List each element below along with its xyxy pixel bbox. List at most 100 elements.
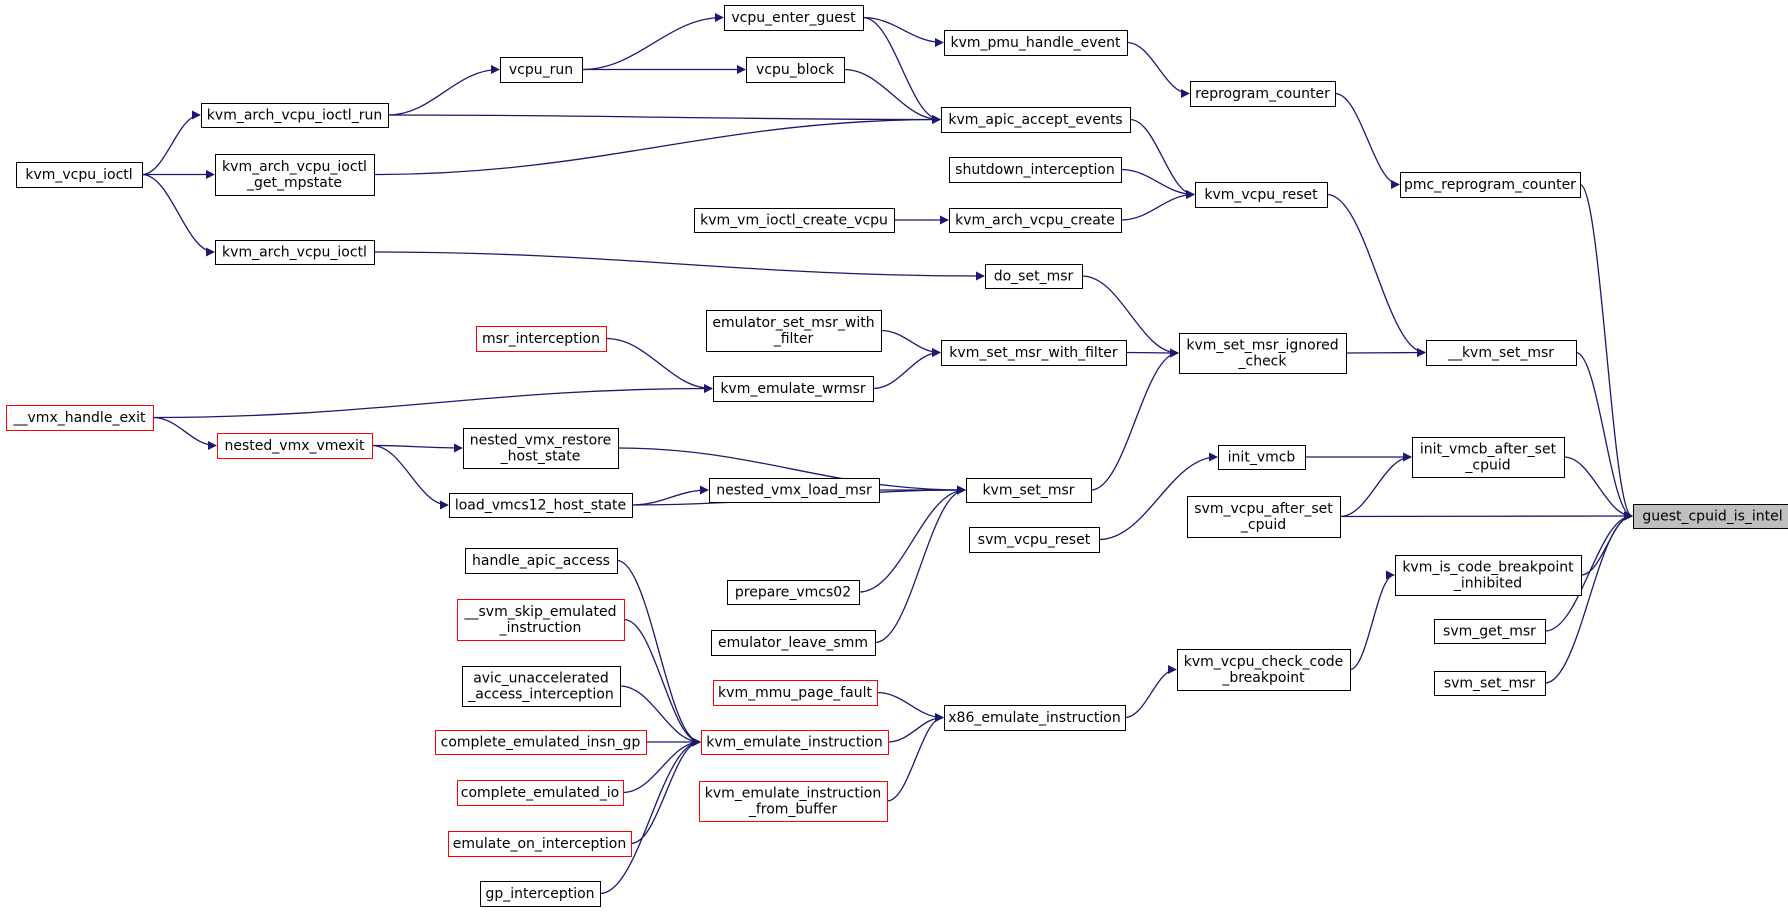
graph-node-avic_unaccelerated_access_interception[interactable]: avic_unaccelerated_access_interception	[462, 666, 621, 707]
node-box	[465, 548, 618, 574]
node-box	[706, 310, 882, 352]
graph-node-svm_vcpu_after_set_cpuid[interactable]: svm_vcpu_after_set_cpuid	[1187, 496, 1341, 538]
node-label: svm_get_msr	[1443, 624, 1536, 640]
graph-node-kvm_set_msr_ignored_check[interactable]: kvm_set_msr_ignored_check	[1179, 333, 1347, 374]
graph-node-vcpu_run[interactable]: vcpu_run	[500, 57, 583, 83]
graph-node-kvm_set_msr_with_filter[interactable]: kvm_set_msr_with_filter	[941, 340, 1127, 366]
graph-node-reprogram_counter[interactable]: reprogram_counter	[1190, 81, 1336, 107]
graph-node-kvm_emulate_instruction_from_buffer[interactable]: kvm_emulate_instruction_from_buffer	[699, 781, 888, 822]
graph-node-complete_emulated_io[interactable]: complete_emulated_io	[457, 780, 624, 806]
edge-kvm_vcpu_check_code_breakpoint-to-kvm_is_code_breakpoint_inhibited	[1349, 570, 1395, 671]
graph-node-pmc_reprogram_counter[interactable]: pmc_reprogram_counter	[1400, 172, 1581, 198]
edge-nested_vmx_restore_host_state-to-kvm_set_msr	[617, 447, 966, 495]
graph-node-load_vmcs12_host_state[interactable]: load_vmcs12_host_state	[449, 493, 633, 518]
graph-node-prepare_vmcs02[interactable]: prepare_vmcs02	[727, 580, 860, 605]
node-box	[713, 376, 874, 402]
node-label: complete_emulated_insn_gp	[441, 735, 641, 751]
node-box	[16, 162, 143, 188]
graph-node-kvm_vcpu_ioctl[interactable]: kvm_vcpu_ioctl	[16, 162, 143, 188]
graph-node-kvm_arch_vcpu_ioctl_run[interactable]: kvm_arch_vcpu_ioctl_run	[201, 103, 389, 128]
graph-node-__svm_skip_emulated_instruction[interactable]: __svm_skip_emulated_instruction	[457, 599, 625, 641]
graph-node-do_set_msr[interactable]: do_set_msr	[985, 264, 1083, 289]
graph-node-kvm_set_msr[interactable]: kvm_set_msr	[966, 478, 1092, 503]
edge-__kvm_set_msr-to-guest_cpuid_is_intel	[1575, 351, 1633, 521]
graph-node-kvm_arch_vcpu_ioctl[interactable]: kvm_arch_vcpu_ioctl	[215, 240, 375, 265]
graph-node-handle_apic_access[interactable]: handle_apic_access	[465, 548, 618, 574]
graph-node-kvm_mmu_page_fault[interactable]: kvm_mmu_page_fault	[713, 680, 878, 706]
graph-node-kvm_vm_ioctl_create_vcpu[interactable]: kvm_vm_ioctl_create_vcpu	[694, 208, 895, 233]
node-label: _filter	[773, 331, 814, 347]
edge-msr_interception-to-kvm_emulate_wrmsr	[605, 337, 713, 393]
graph-node-kvm_arch_vcpu_create[interactable]: kvm_arch_vcpu_create	[949, 208, 1122, 233]
graph-node-nested_vmx_restore_host_state[interactable]: nested_vmx_restore_host_state	[463, 428, 619, 469]
graph-node-emulate_on_interception[interactable]: emulate_on_interception	[448, 831, 632, 857]
edge-kvm_emulate_wrmsr-to-kvm_set_msr_with_filter	[872, 348, 941, 390]
edge-kvm_vcpu_ioctl-to-kvm_arch_vcpu_ioctl	[141, 173, 215, 257]
graph-node-init_vmcb[interactable]: init_vmcb	[1218, 445, 1306, 470]
node-box	[1426, 340, 1577, 366]
node-label: prepare_vmcs02	[735, 585, 851, 601]
node-label: emulate_on_interception	[453, 836, 626, 852]
edge-complete_emulated_io-to-kvm_emulate_instruction	[622, 737, 701, 794]
edge-kvm_set_msr_ignored_check-to-__kvm_set_msr	[1345, 348, 1426, 358]
edge-gp_interception-to-kvm_emulate_instruction	[599, 737, 701, 895]
graph-node-emulator_set_msr_with_filter[interactable]: emulator_set_msr_with_filter	[706, 310, 882, 352]
node-box	[1218, 445, 1306, 470]
graph-node-kvm_vcpu_reset[interactable]: kvm_vcpu_reset	[1195, 182, 1328, 208]
node-box	[215, 154, 375, 196]
edge-nested_vmx_vmexit-to-load_vmcs12_host_state	[371, 444, 449, 510]
node-label: _cpuid	[1464, 458, 1510, 474]
graph-node-kvm_pmu_handle_event[interactable]: kvm_pmu_handle_event	[944, 30, 1128, 56]
graph-node-guest_cpuid_is_intel[interactable]: guest_cpuid_is_intel	[1633, 504, 1788, 529]
graph-node-gp_interception[interactable]: gp_interception	[480, 881, 601, 907]
node-label: init_vmcb_after_set	[1420, 442, 1557, 458]
graph-node-svm_vcpu_reset[interactable]: svm_vcpu_reset	[969, 527, 1100, 553]
graph-node-vcpu_block[interactable]: vcpu_block	[746, 57, 845, 83]
edge-do_set_msr-to-kvm_set_msr_ignored_check	[1081, 275, 1179, 358]
graph-node-nested_vmx_vmexit[interactable]: nested_vmx_vmexit	[217, 433, 373, 459]
graph-node-complete_emulated_insn_gp[interactable]: complete_emulated_insn_gp	[435, 730, 647, 755]
graph-node-kvm_emulate_wrmsr[interactable]: kvm_emulate_wrmsr	[713, 376, 874, 402]
graph-node-svm_set_msr[interactable]: svm_set_msr	[1434, 671, 1546, 696]
node-label: svm_vcpu_after_set	[1194, 501, 1333, 517]
node-box	[1187, 496, 1341, 538]
node-label: kvm_pmu_handle_event	[950, 35, 1121, 51]
edge-svm_vcpu_after_set_cpuid-to-init_vmcb_after_set_cpuid	[1339, 452, 1412, 518]
node-label: kvm_set_msr_with_filter	[949, 345, 1118, 361]
node-box	[949, 157, 1122, 183]
node-label: emulator_leave_smm	[718, 635, 868, 651]
edge-kvm_arch_vcpu_ioctl_get_mpstate-to-kvm_apic_accept_events	[373, 115, 941, 176]
node-label: kvm_is_code_breakpoint	[1402, 560, 1574, 576]
graph-node-msr_interception[interactable]: msr_interception	[476, 326, 607, 352]
edge-nested_vmx_vmexit-to-nested_vmx_restore_host_state	[371, 443, 463, 453]
graph-node-init_vmcb_after_set_cpuid[interactable]: init_vmcb_after_set_cpuid	[1412, 437, 1565, 478]
edge-prepare_vmcs02-to-kvm_set_msr	[858, 485, 966, 593]
edge-handle_apic_access-to-kvm_emulate_instruction	[616, 559, 701, 747]
node-box	[713, 680, 878, 706]
node-box	[457, 780, 624, 806]
graph-node-kvm_apic_accept_events[interactable]: kvm_apic_accept_events	[941, 107, 1131, 133]
node-label: svm_vcpu_reset	[978, 532, 1091, 548]
node-box	[1400, 172, 1581, 198]
edge-kvm_apic_accept_events-to-kvm_vcpu_reset	[1129, 118, 1195, 199]
graph-node-nested_vmx_load_msr[interactable]: nested_vmx_load_msr	[709, 478, 880, 503]
graph-node-x86_emulate_instruction[interactable]: x86_emulate_instruction	[944, 705, 1126, 731]
graph-node-vcpu_enter_guest[interactable]: vcpu_enter_guest	[724, 5, 864, 31]
graph-node-kvm_vcpu_check_code_breakpoint[interactable]: kvm_vcpu_check_code_breakpoint	[1177, 649, 1351, 691]
edge-__vmx_handle_exit-to-nested_vmx_vmexit	[152, 416, 217, 450]
node-label: kvm_emulate_instruction	[705, 786, 881, 802]
node-box	[462, 666, 621, 707]
graph-node-kvm_is_code_breakpoint_inhibited[interactable]: kvm_is_code_breakpoint_inhibited	[1395, 555, 1582, 596]
edge-kvm_vcpu_reset-to-__kvm_set_msr	[1326, 193, 1426, 357]
graph-node-emulator_leave_smm[interactable]: emulator_leave_smm	[711, 630, 876, 656]
graph-node-shutdown_interception[interactable]: shutdown_interception	[949, 157, 1122, 183]
node-box	[463, 428, 619, 469]
node-label: _cpuid	[1240, 517, 1286, 533]
node-box	[448, 831, 632, 857]
node-box	[201, 103, 389, 128]
graph-node-svm_get_msr[interactable]: svm_get_msr	[1434, 619, 1546, 644]
graph-node-kvm_arch_vcpu_ioctl_get_mpstate[interactable]: kvm_arch_vcpu_ioctl_get_mpstate	[215, 154, 375, 196]
graph-node-__vmx_handle_exit[interactable]: __vmx_handle_exit	[6, 405, 154, 431]
graph-node-kvm_emulate_instruction[interactable]: kvm_emulate_instruction	[701, 730, 889, 755]
graph-node-__kvm_set_msr[interactable]: __kvm_set_msr	[1426, 340, 1577, 366]
